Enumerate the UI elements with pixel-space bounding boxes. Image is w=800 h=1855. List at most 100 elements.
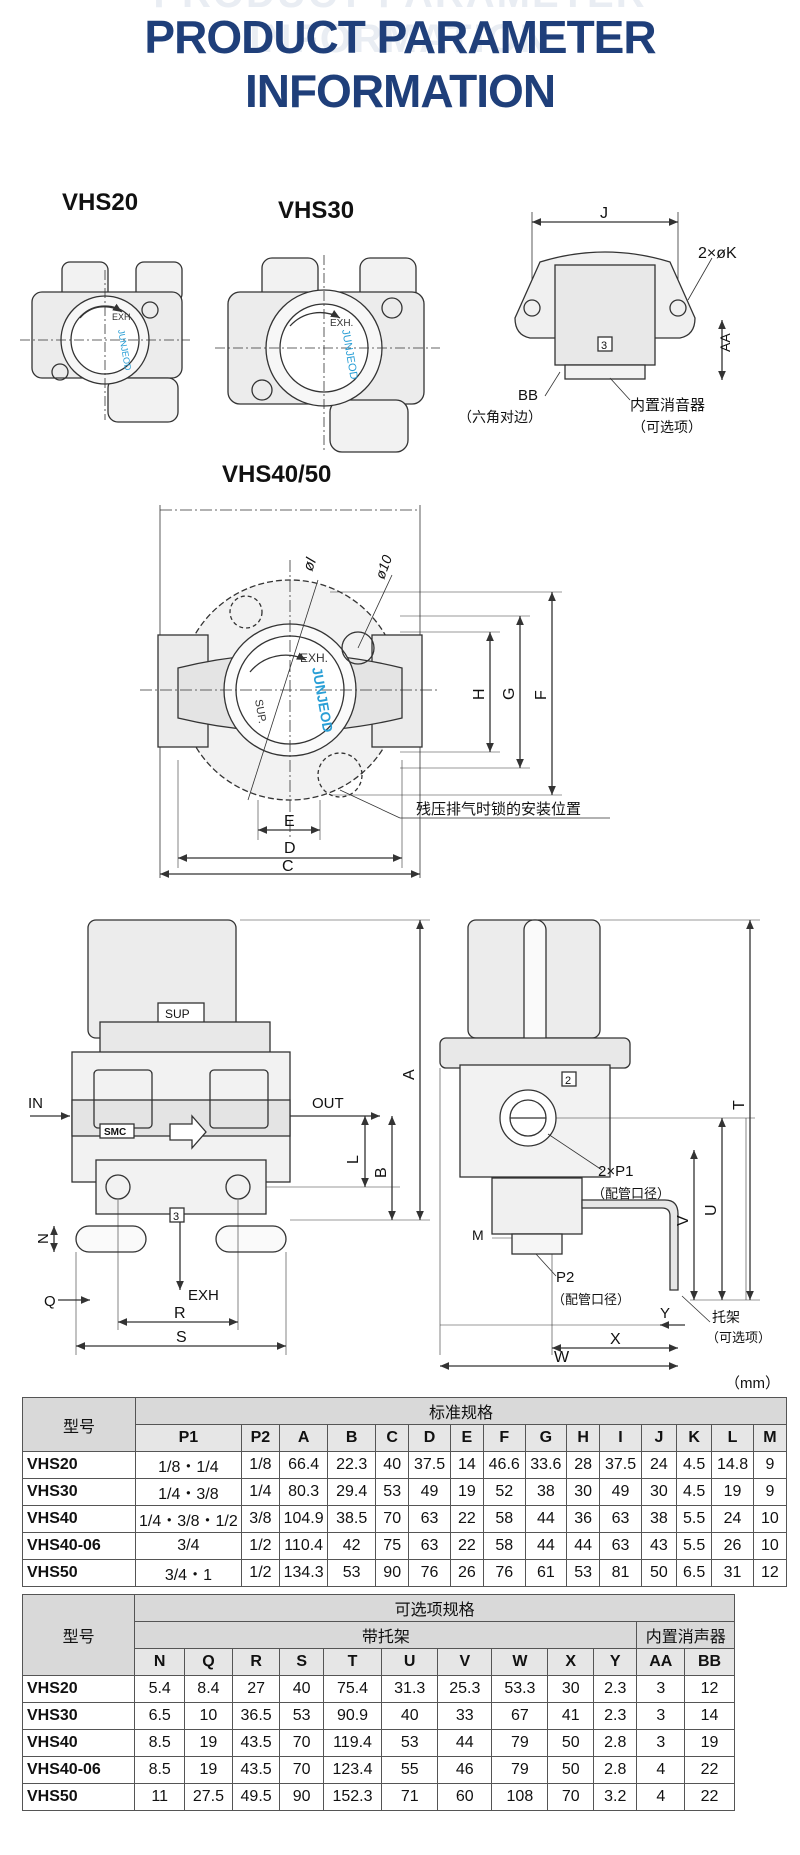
dim-m-label: M: [472, 1227, 484, 1243]
table1-col-header: J: [640, 1424, 678, 1452]
table-cell: 70: [375, 1505, 410, 1533]
model-cell: VHS50: [21, 1783, 136, 1811]
vhs4050-drawing: EXH. SUP. JUNJEOD øl ø10 H G F E D: [140, 505, 610, 878]
table-cell: 41: [547, 1702, 594, 1730]
table2-col-header: R: [231, 1648, 281, 1676]
bracket-note-text: 托架: [712, 1309, 740, 1325]
unit-label: （mm）: [725, 1375, 780, 1392]
table2-group-header: 可选项规格: [134, 1594, 735, 1622]
table-cell: 1/4・3/8・1/2: [135, 1505, 242, 1533]
vhs20-exh-text: EXH.: [112, 312, 133, 322]
table-cell: 26: [711, 1532, 754, 1560]
table-cell: 71: [381, 1783, 439, 1811]
table1-col-header: L: [711, 1424, 754, 1452]
table-cell: 75: [375, 1532, 410, 1560]
dim-h-label: H: [471, 688, 488, 700]
table-cell: 8.5: [134, 1729, 186, 1757]
model-cell: VHS20: [21, 1675, 136, 1703]
table-cell: 75.4: [322, 1675, 383, 1703]
ghost-banner-text: PRODUCT PARAMETER INFORMATION: [153, 0, 644, 61]
table-cell: 3: [636, 1729, 686, 1757]
dim-n-label: N: [35, 1233, 52, 1244]
table-cell: 31: [711, 1559, 754, 1587]
table-cell: 79: [491, 1756, 549, 1784]
table-cell: 50: [640, 1559, 678, 1587]
table1-col-header: F: [482, 1424, 526, 1452]
table2-col-header: U: [381, 1648, 439, 1676]
table-cell: 40: [381, 1702, 439, 1730]
table2-col-header: T: [322, 1648, 383, 1676]
dim-p2-label: P2: [556, 1269, 574, 1286]
table-cell: 12: [684, 1675, 735, 1703]
front-port-3-label: 3: [173, 1211, 179, 1223]
table-cell: 76: [408, 1559, 451, 1587]
table-cell: 90.9: [322, 1702, 383, 1730]
table-cell: 58: [482, 1505, 526, 1533]
table-cell: 22: [449, 1505, 484, 1533]
table-cell: 53: [566, 1559, 601, 1587]
table-cell: 4.5: [676, 1478, 713, 1506]
table-cell: 49: [408, 1478, 451, 1506]
table-cell: 30: [640, 1478, 678, 1506]
table1-col-header: D: [408, 1424, 451, 1452]
table2-col-header: Y: [592, 1648, 638, 1676]
vhs4050-exh-text: EXH.: [300, 651, 328, 665]
table-cell: 55: [381, 1756, 439, 1784]
p1-pipe-note: （配管口径）: [592, 1186, 670, 1201]
model-cell: VHS30: [21, 1702, 136, 1730]
exh-label: EXH: [188, 1287, 219, 1304]
table2-col-header: BB: [684, 1648, 735, 1676]
table-cell: 3.2: [592, 1783, 638, 1811]
table-cell: 8.5: [134, 1756, 186, 1784]
hex-note-text: （六角对边）: [458, 409, 542, 425]
table-cell: 30: [566, 1478, 601, 1506]
table-cell: 90: [375, 1559, 410, 1587]
table-cell: 70: [547, 1783, 594, 1811]
dim-e-label: E: [284, 813, 295, 830]
table-cell: 4: [636, 1783, 686, 1811]
table-cell: 2.8: [592, 1729, 638, 1757]
table1-col-header: P1: [135, 1424, 242, 1452]
table-cell: 10: [184, 1702, 233, 1730]
table-cell: 12: [752, 1559, 788, 1587]
table-cell: 27: [231, 1675, 281, 1703]
dim-r-label: R: [174, 1305, 186, 1322]
table-cell: 3/4: [135, 1532, 242, 1560]
model-cell: VHS20: [21, 1451, 137, 1479]
dim-c-label: C: [282, 858, 294, 875]
vhs30-label: VHS30: [278, 197, 354, 224]
table-cell: 44: [524, 1505, 568, 1533]
dim-t-label: T: [731, 1100, 748, 1110]
table-cell: 53.3: [491, 1675, 549, 1703]
technical-drawings: VHS20 EXH. JUNJEOD VHS30: [20, 189, 771, 1370]
table-cell: 60: [437, 1783, 493, 1811]
dim-u-label: U: [703, 1204, 720, 1216]
table-cell: 44: [524, 1532, 568, 1560]
table-cell: 1/4・3/8: [135, 1478, 242, 1506]
table-cell: 5.4: [134, 1675, 186, 1703]
table-cell: 80.3: [279, 1478, 329, 1506]
dim-bb-label: BB: [518, 387, 538, 404]
table-cell: 1/8・1/4: [135, 1451, 242, 1479]
side-view-drawing: 2 T U V 2×P1 （配管口径） M P2 （: [439, 919, 771, 1370]
dim-b-label: B: [373, 1167, 390, 1178]
table-cell: 5.5: [676, 1532, 713, 1560]
table-cell: 19: [184, 1756, 233, 1784]
model-cell: VHS50: [21, 1559, 137, 1587]
table-cell: 63: [408, 1505, 451, 1533]
table1-col-header: A: [279, 1424, 329, 1452]
table-cell: 50: [547, 1729, 594, 1757]
table-cell: 36.5: [231, 1702, 281, 1730]
table-cell: 49.5: [231, 1783, 281, 1811]
table2-col-header: AA: [636, 1648, 686, 1676]
table1-col-header: G: [524, 1424, 568, 1452]
table-cell: 43.5: [231, 1729, 281, 1757]
table-cell: 2.3: [592, 1702, 638, 1730]
table-cell: 81: [599, 1559, 642, 1587]
vhs20-label: VHS20: [62, 189, 138, 216]
table-cell: 27.5: [184, 1783, 233, 1811]
table-cell: 6.5: [676, 1559, 713, 1587]
